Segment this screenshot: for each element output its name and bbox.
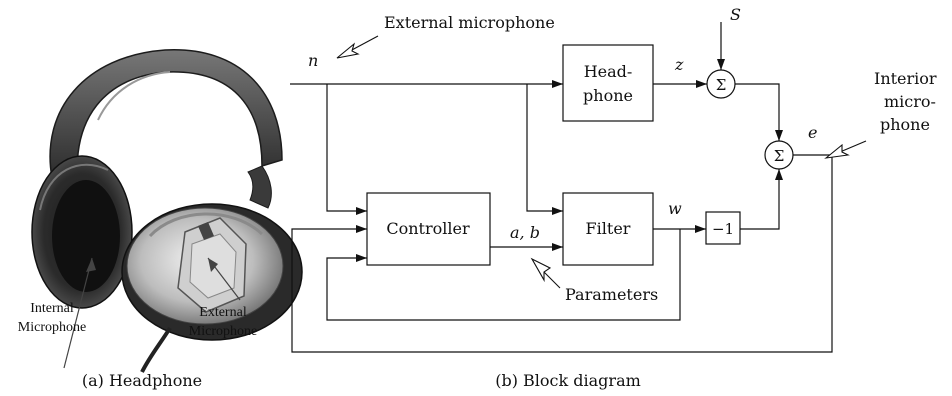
signal-e: e [808,123,817,142]
internal-mic-label-line1: Internal [30,301,74,316]
wire-gain-to-sum2 [740,169,779,229]
interior-microphone-label-line3: phone [880,115,930,134]
external-mic-arrow-head [337,44,358,58]
wire-n-to-filter [527,84,563,211]
signal-s: S [730,5,741,24]
external-mic-label-line1: External [199,305,247,320]
wire-sum1-to-sum2 [735,84,779,141]
filter-block-label: Filter [586,219,631,238]
interior-mic-arrow-head [826,145,848,158]
signal-w: w [668,199,682,218]
headphone-block [563,45,653,121]
block-diagram [290,22,832,352]
headphone-block-label-line2: phone [583,86,633,105]
controller-block-label: Controller [386,219,470,238]
signal-n: n [308,51,318,70]
interior-microphone-label-line1: Interior [874,69,937,88]
sum-junction-1-symbol: Σ [716,76,727,94]
caption-a: (a) Headphone [82,371,202,390]
signal-ab: a, b [510,223,540,242]
parameters-arrow-head [532,259,550,280]
interior-mic-arrow [840,141,866,152]
sum-junction-2-symbol: Σ [774,147,785,165]
headphone-block-label-line1: Head- [584,62,633,81]
external-mic-label-line2: Microphone [189,324,257,339]
caption-b: (b) Block diagram [495,371,641,390]
interior-microphone-label-line2: micro- [884,92,936,111]
parameters-label: Parameters [565,285,658,304]
gain-block-label: −1 [712,220,734,238]
parameters-arrow [544,272,560,288]
wire-n-to-controller [327,84,367,211]
signal-z: z [674,55,684,74]
external-microphone-label: External microphone [384,13,555,32]
internal-mic-label-line2: Microphone [18,320,86,335]
